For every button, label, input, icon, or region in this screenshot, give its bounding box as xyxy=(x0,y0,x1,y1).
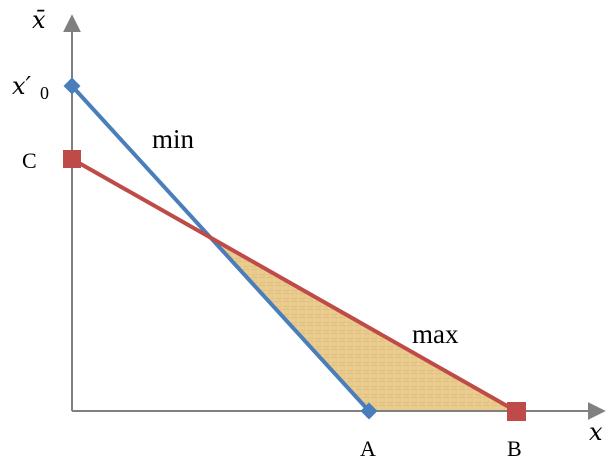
point-a-label: A xyxy=(360,436,376,461)
point-b-square-marker xyxy=(507,402,526,421)
x0-prime-subscript: 0 xyxy=(40,83,49,103)
x0-prime-diamond-marker xyxy=(63,77,81,95)
y-axis-label: x̄ xyxy=(32,6,46,34)
point-c-label: C xyxy=(22,148,37,173)
max-line xyxy=(71,157,517,413)
min-line-label: min xyxy=(152,124,195,154)
max-line-label: max xyxy=(412,319,459,349)
x0-prime-label: x′ xyxy=(12,72,32,100)
point-b-label: B xyxy=(507,436,522,461)
min-line xyxy=(70,84,371,413)
x-axis-label: x xyxy=(589,418,603,446)
point-a-diamond-marker xyxy=(360,402,378,420)
point-c-square-marker xyxy=(63,150,81,168)
